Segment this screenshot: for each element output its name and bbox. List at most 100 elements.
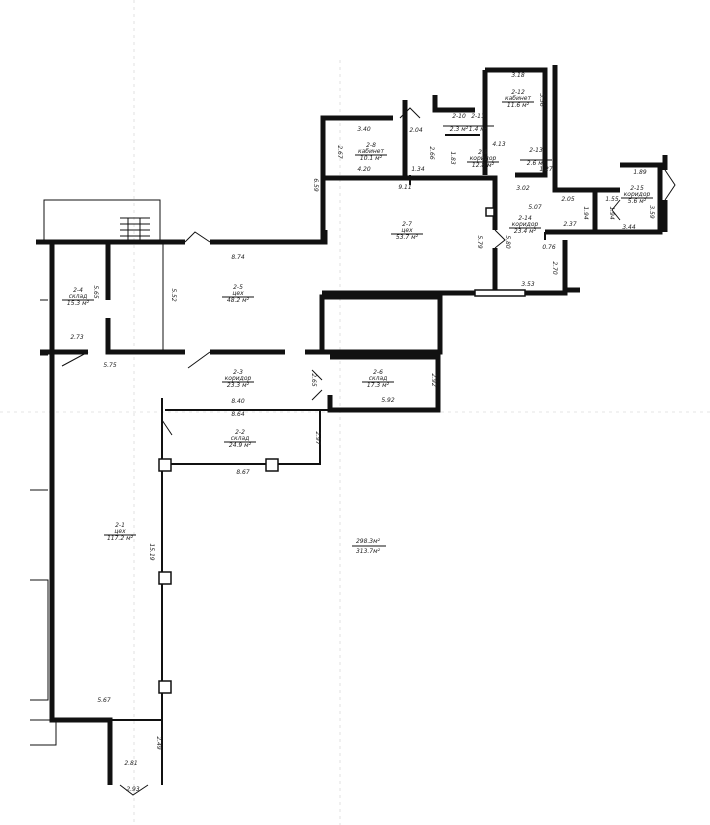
dimension-label: 2.49: [155, 736, 162, 750]
column: [265, 458, 279, 472]
dimension-label: 5.75: [103, 362, 117, 369]
room-area: 12.8 м²: [472, 162, 495, 169]
room-area: 24.9 м²: [229, 442, 252, 449]
room-name: коридор: [512, 221, 539, 228]
room-number: 2-8: [366, 142, 376, 149]
room-name: цех: [232, 290, 244, 297]
dimension-label: 1.94: [608, 206, 615, 220]
column: [158, 571, 172, 585]
column: [158, 458, 172, 472]
dimension-label: 1.34: [411, 166, 425, 173]
dimension-label: 8.67: [236, 469, 250, 476]
room-area: 23.4 м²: [514, 228, 537, 235]
room-number: 2-10: [452, 113, 466, 120]
dimension-label: 2.92: [430, 373, 437, 387]
dimension-label: 1.27: [539, 166, 553, 173]
dimension-label: 0.76: [542, 244, 556, 251]
dimension-label: 2.05: [561, 196, 575, 203]
room-area: 2.3 м²: [450, 126, 469, 133]
dimension-label: 9.11: [398, 184, 411, 191]
dimension-label: 2.66: [428, 146, 435, 160]
room-number: 2-12: [511, 89, 525, 96]
dimension-label: 2.37: [563, 221, 577, 228]
dimension-label: 4.13: [492, 141, 506, 148]
dimension-label: 5.65: [92, 285, 99, 299]
room-name: коридор: [624, 191, 651, 198]
room-name: кабинет: [358, 148, 385, 155]
dimension-label: 3.40: [357, 126, 371, 133]
room-number: 2-3: [233, 369, 243, 376]
room-number: 2-4: [73, 287, 83, 294]
room-area: 15.3 м²: [67, 300, 90, 307]
room-area: 17.3 м²: [367, 382, 390, 389]
dimension-label: 2.04: [409, 127, 423, 134]
dimension-label: 15.19: [148, 543, 155, 560]
dimension-label: 3.59: [648, 205, 655, 219]
room-area: 10.1 м²: [360, 155, 383, 162]
room-number: 2-1: [115, 522, 125, 529]
dimension-label: 2.93: [126, 786, 140, 793]
total-area: 313.7м²: [356, 548, 381, 555]
dimension-label: 2.70: [551, 261, 558, 275]
room-area: 2.6 м²: [527, 160, 546, 167]
dimension-label: 1.89: [633, 169, 647, 176]
room-area: 5.6 м²: [628, 198, 647, 205]
total-area-main: 298.3м²: [356, 538, 381, 545]
room-name: склад: [69, 293, 88, 300]
room-number: 2-11: [471, 113, 485, 120]
dimension-label: 2.97: [314, 431, 321, 445]
dimension-label: 2.67: [336, 145, 343, 159]
dimension-label: 3.44: [622, 224, 636, 231]
room-number: 2-15: [630, 185, 644, 192]
dimension-label: 5.52: [170, 288, 177, 302]
room-number: 2-14: [518, 215, 532, 222]
dimension-label: 3.56: [538, 93, 545, 107]
area-totals: 298.3м² 313.7м²: [352, 538, 386, 555]
room-number: 2-2: [235, 429, 245, 436]
room-number: 2-7: [402, 221, 412, 228]
room-name: коридор: [470, 155, 497, 162]
dimension-label: 5.92: [381, 397, 395, 404]
dimension-label: 8.74: [231, 254, 245, 261]
dimension-label: 5.07: [528, 204, 542, 211]
walls: [30, 65, 676, 796]
dimension-label: 5.80: [504, 235, 511, 249]
room-label-2-13: 2-132.6 м²: [520, 147, 552, 167]
room-name: коридор: [225, 375, 252, 382]
room-name: кабинет: [505, 95, 532, 102]
dimension-label: 3.18: [511, 72, 525, 79]
dimension-label: 6.59: [312, 178, 319, 192]
room-area: 117.2 м²: [107, 535, 134, 542]
room-area: 48.2 м²: [227, 297, 250, 304]
dimension-label: 5.67: [97, 697, 111, 704]
room-name: цех: [114, 528, 126, 535]
dimension-label: 4.20: [357, 166, 371, 173]
room-area: 23.3 м²: [227, 382, 250, 389]
dimension-label: 3.02: [516, 185, 530, 192]
room-name: цех: [401, 227, 413, 234]
dimension-label: 2.65: [310, 373, 317, 387]
dimension-label: 8.40: [231, 398, 245, 405]
dimension-label: 5.79: [476, 235, 483, 249]
dimension-label: 2.81: [124, 760, 137, 767]
room-number: 2-5: [233, 284, 243, 291]
room-area: 1.4 м²: [469, 126, 488, 133]
dimension-label: 8.64: [231, 411, 245, 418]
room-area: 53.7 м²: [396, 234, 419, 241]
dimension-label: 1.94: [582, 206, 589, 220]
dimension-label: 3.53: [521, 281, 535, 288]
